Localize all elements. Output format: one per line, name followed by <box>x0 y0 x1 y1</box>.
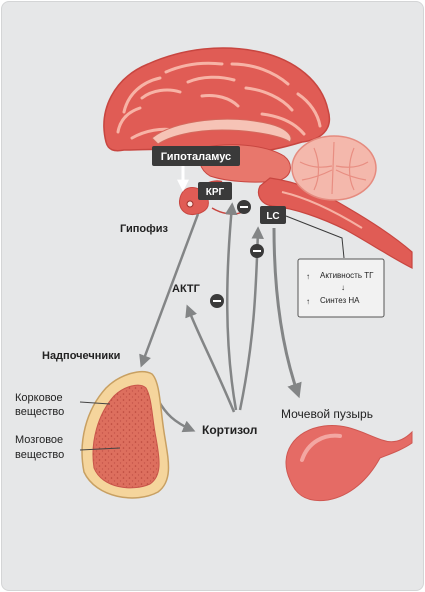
lc-tag: LC <box>260 206 286 224</box>
cerebellum <box>291 135 377 201</box>
bladder-label: Мочевой пузырь <box>281 407 373 421</box>
adrenals-label: Надпочечники <box>42 350 120 362</box>
cortex-label-line2: вещество <box>15 406 64 418</box>
minus-icon <box>210 294 224 308</box>
pituitary-to-adrenals-arrow <box>139 213 200 368</box>
adrenal-gland <box>81 370 170 499</box>
medulla-label-line2: вещество <box>15 449 64 461</box>
adrenal-medulla <box>92 384 160 489</box>
cortisol-to-krg-arrow <box>224 202 238 411</box>
lc-to-bladder-arrow <box>272 227 302 399</box>
bladder <box>285 424 413 502</box>
cortex-pointer <box>79 401 111 405</box>
down-arrow-icon: ↓ <box>341 283 345 292</box>
infobox-line1: Активность ТГ <box>320 271 374 280</box>
corpus-callosum <box>151 118 292 145</box>
minus-icon <box>237 200 251 214</box>
pituitary-label: Гипофиз <box>120 223 168 235</box>
krg-label: КРГ <box>206 187 225 198</box>
brain <box>103 47 413 269</box>
brain-gyri <box>116 61 322 140</box>
hypothalamus-tag: Гипоталамус <box>152 146 240 166</box>
cortex-label-line1: Корковое <box>15 392 63 404</box>
bladder-body <box>285 424 413 502</box>
medulla-label-line1: Мозговое <box>15 434 63 446</box>
up-arrow-icon: ↑ <box>306 272 310 281</box>
lc-label: LC <box>266 211 279 222</box>
medulla-pointer <box>79 447 121 451</box>
cortisol-to-actg-arrow <box>185 304 236 413</box>
infobox-line2: Синтез НА <box>320 296 360 305</box>
lc-connector-line <box>285 215 345 259</box>
up-arrow-icon: ↑ <box>306 297 310 306</box>
minus-icon <box>250 244 264 258</box>
hypothalamus-label: Гипоталамус <box>161 151 231 163</box>
lc-info-box: ↑ Активность ТГ ↓ ↑ Синтез НА <box>297 258 385 318</box>
cortisol-label: Кортизол <box>202 423 257 437</box>
brainstem <box>257 177 413 269</box>
krg-tag: КРГ <box>198 182 232 200</box>
actg-label: АКТГ <box>172 283 201 295</box>
